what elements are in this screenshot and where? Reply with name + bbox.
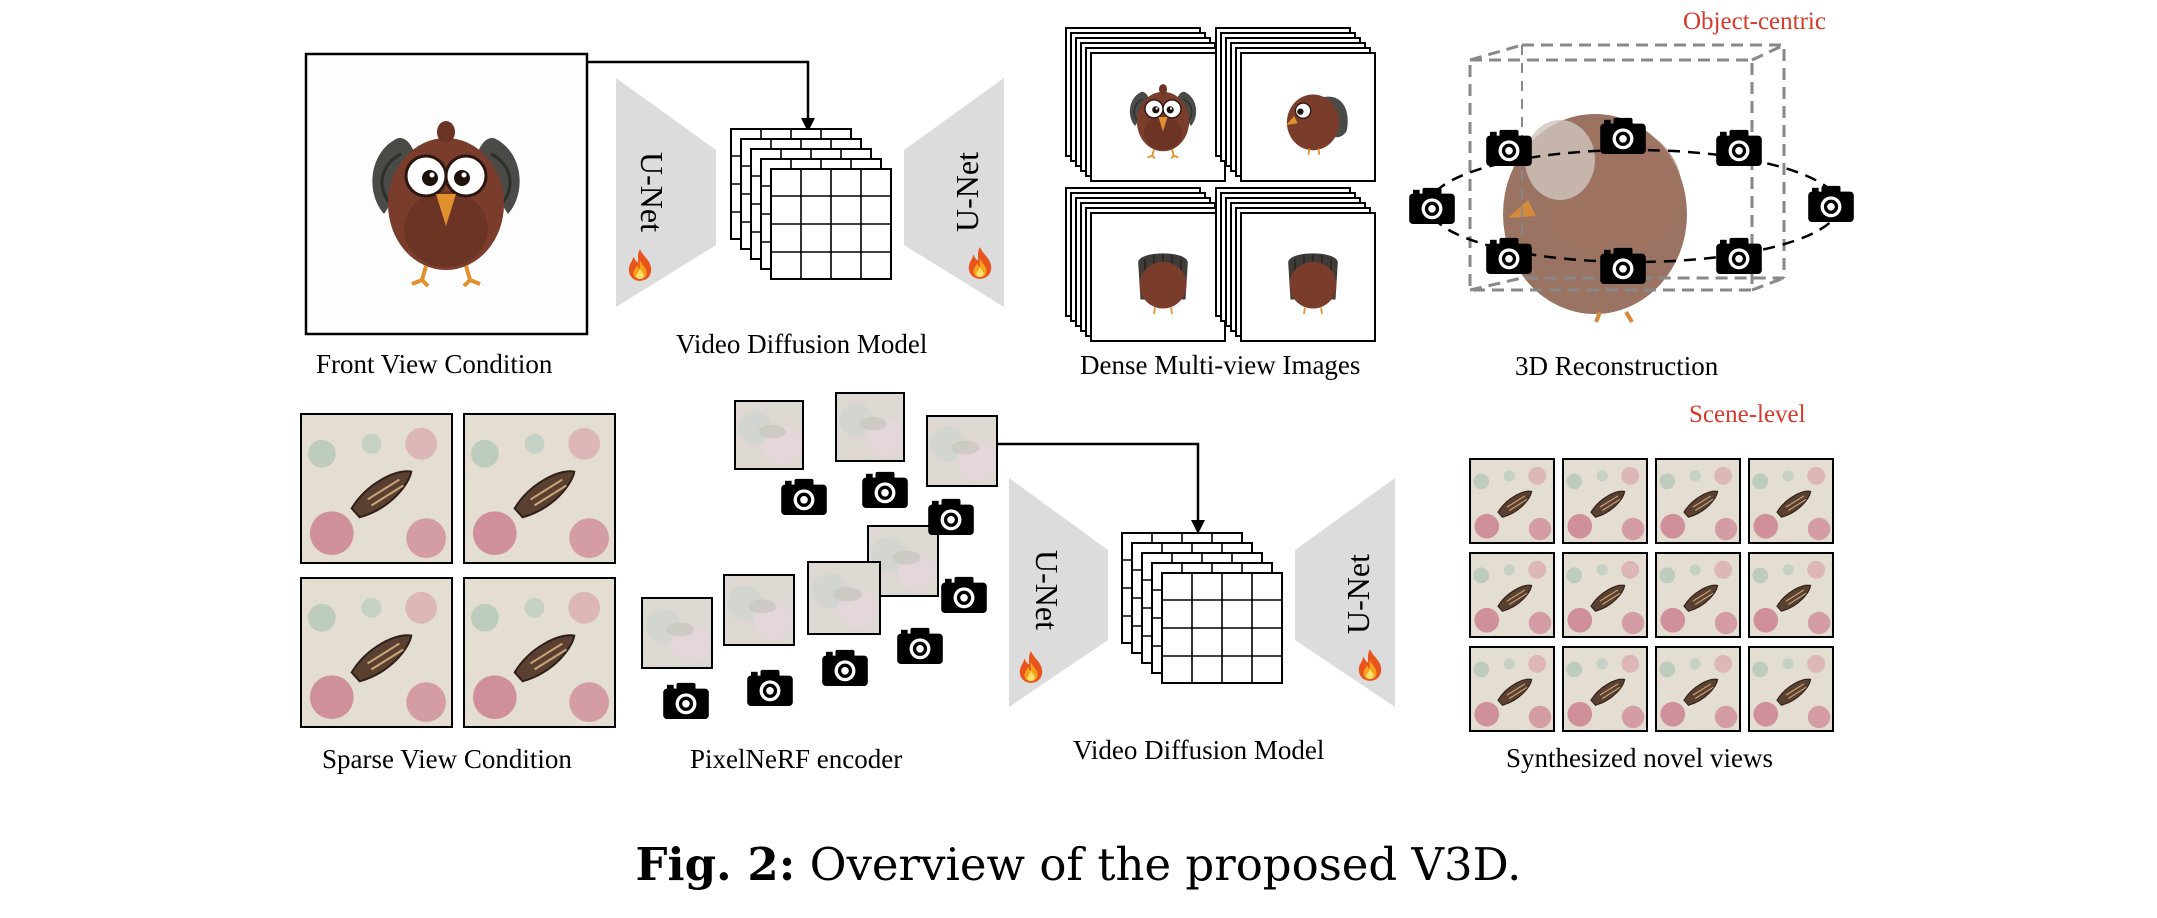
unet-label: U-Net [1340, 554, 1376, 634]
video-diffusion-label-bottom: Video Diffusion Model [1073, 735, 1325, 765]
camera-icon [781, 478, 827, 515]
condition-arrow [587, 60, 810, 124]
reconstruction-label: 3D Reconstruction [1515, 351, 1719, 381]
pixelnerf-patches [641, 392, 998, 719]
camera-icon [663, 682, 709, 719]
camera-icon [1486, 129, 1532, 166]
camera-icon [1808, 185, 1854, 222]
sparse-view-images [300, 413, 616, 728]
unet-label: U-Net [1029, 550, 1065, 630]
object-centric-tag: Object-centric [1683, 8, 1826, 35]
camera-icon [941, 576, 987, 613]
unet-label: U-Net [634, 152, 670, 232]
dense-multiview-images [1065, 27, 1376, 342]
camera-icon [1600, 117, 1646, 154]
condition-arrow [997, 442, 1200, 526]
unet-decoder-bottom: U-Net [1295, 478, 1395, 707]
caption-prefix: Fig. 2: [635, 838, 796, 891]
camera-icon [862, 471, 908, 508]
front-view-image [304, 52, 589, 336]
camera-icon [1716, 237, 1762, 274]
unet-label: U-Net [949, 152, 985, 232]
camera-icon [1409, 187, 1455, 224]
camera-icon [928, 498, 974, 535]
camera-icon [822, 649, 868, 686]
camera-icon [897, 627, 943, 664]
camera-icon [1716, 129, 1762, 166]
unet-encoder-top: U-Net [616, 78, 716, 307]
pixelnerf-label: PixelNeRF encoder [690, 744, 903, 774]
caption-text: Overview of the proposed V3D. [795, 838, 1522, 891]
latent-grid-stack-bottom [1120, 532, 1284, 684]
novel-views-grid [1469, 458, 1834, 732]
scene-level-tag: Scene-level [1689, 401, 1806, 428]
arrow-head [1191, 520, 1205, 534]
dense-views-label: Dense Multi-view Images [1080, 350, 1361, 380]
camera-icon [747, 669, 793, 706]
reconstruction-scene [1409, 43, 1854, 324]
sparse-view-label: Sparse View Condition [322, 744, 572, 774]
unet-encoder-bottom: U-Net [1009, 478, 1108, 707]
figure-caption: Fig. 2: Overview of the proposed V3D. [0, 838, 2157, 891]
unet-decoder-top: U-Net [904, 78, 1004, 307]
video-diffusion-label-top: Video Diffusion Model [676, 329, 928, 359]
arrow-head [801, 118, 815, 132]
front-view-label: Front View Condition [316, 349, 553, 379]
latent-grid-stack-top [730, 128, 892, 280]
novel-views-label: Synthesized novel views [1506, 743, 1773, 773]
